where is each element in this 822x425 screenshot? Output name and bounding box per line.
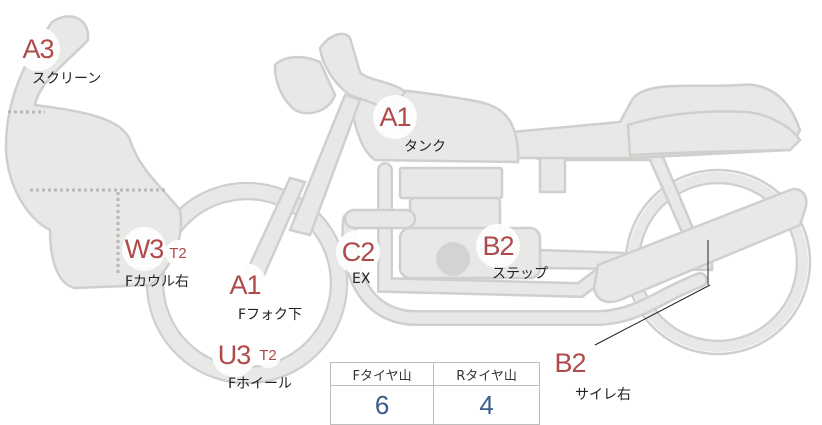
ffork-code-badge: A1 — [223, 263, 267, 307]
fwheel-code-badge: U3 — [212, 333, 256, 377]
screen-code-badge: A3 — [16, 27, 60, 71]
fwheel-label: Fホイール — [228, 376, 293, 392]
muffler — [592, 187, 808, 304]
tire-tread-table: Fタイヤ山 Rタイヤ山 6 4 — [329, 362, 540, 425]
handlebar — [318, 32, 407, 112]
rear-tread-header: Rタイヤ山 — [433, 362, 540, 386]
mirror-stay — [273, 55, 337, 115]
fcowl-sub-badge: T2 — [165, 240, 191, 266]
muffler-code-badge: B2 — [548, 341, 592, 385]
fwheel-sub-badge: T2 — [255, 342, 281, 368]
tank-label: タンク — [404, 139, 446, 155]
front-cowl — [4, 15, 183, 290]
tank-code-badge: A1 — [373, 95, 417, 139]
fcowl-label: Fカウル右 — [125, 274, 190, 290]
ex-code-badge: C2 — [336, 230, 380, 274]
tail-cowl — [626, 110, 802, 157]
fcowl-code-badge: W3 — [122, 227, 166, 271]
ffork-label: Fフォク下 — [238, 307, 303, 323]
screen-label: スクリーン — [32, 71, 102, 87]
front-tread-header: Fタイヤ山 — [329, 362, 435, 386]
front-tread-value: 6 — [329, 385, 435, 425]
ex-label: EX — [352, 271, 371, 287]
front-fork — [288, 93, 362, 237]
step-code-badge: B2 — [476, 224, 520, 268]
step-label: ステップ — [492, 266, 548, 282]
rear-tread-value: 4 — [433, 385, 540, 425]
muffler-label: サイレ右 — [575, 387, 631, 403]
